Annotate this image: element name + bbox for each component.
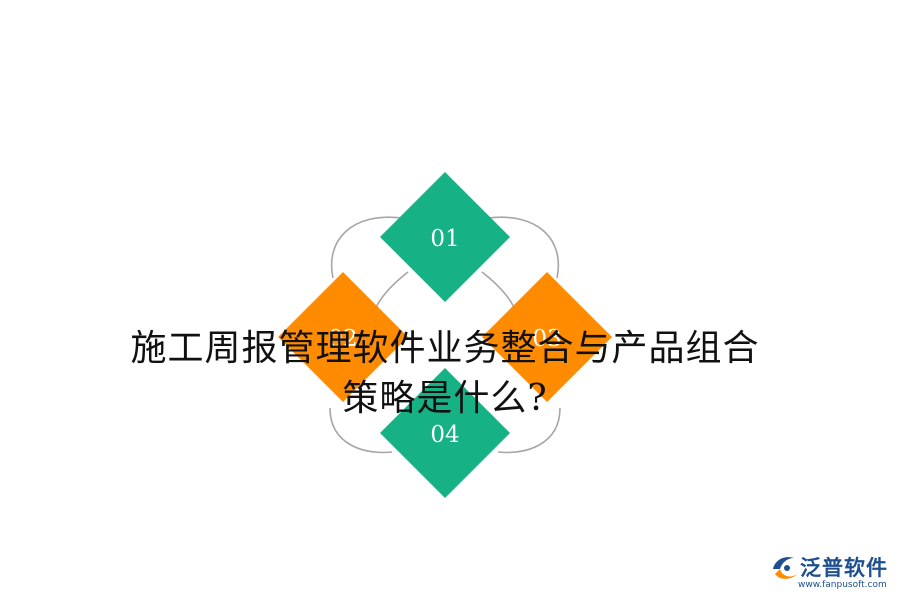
diamond-01-shape	[380, 172, 510, 302]
diamond-01: 01	[380, 172, 510, 302]
ring-top-right	[487, 216, 560, 279]
diamond-01-label: 01	[430, 226, 459, 252]
title-line-1: 施工周报管理软件业务整合与产品组合	[130, 328, 760, 369]
diamond-04: 04	[380, 368, 510, 498]
diamond-03-shape	[482, 272, 612, 402]
diamond-03: 03	[482, 272, 612, 402]
title-line-2: 策略是什么?	[342, 378, 548, 419]
diamond-02-label: 02	[328, 326, 357, 352]
diamond-02: 02	[278, 272, 408, 402]
brand-logo: 泛普软件 www.fanpusoft.com	[762, 550, 892, 594]
logo-mark-icon	[773, 557, 797, 579]
logo-url: www.fanpusoft.com	[798, 580, 887, 590]
page-title: 施工周报管理软件业务整合与产品组合 策略是什么?	[50, 324, 840, 424]
ring-bottom-left	[329, 407, 393, 454]
diamond-04-shape	[380, 368, 510, 498]
ring-top-left	[330, 216, 403, 279]
diamond-03-label: 03	[532, 326, 561, 352]
diamond-02-shape	[278, 272, 408, 402]
diamond-04-label: 04	[430, 422, 459, 448]
logo-name: 泛普软件	[800, 556, 888, 580]
connector-rings	[329, 216, 561, 454]
ring-bottom-right	[497, 407, 561, 454]
